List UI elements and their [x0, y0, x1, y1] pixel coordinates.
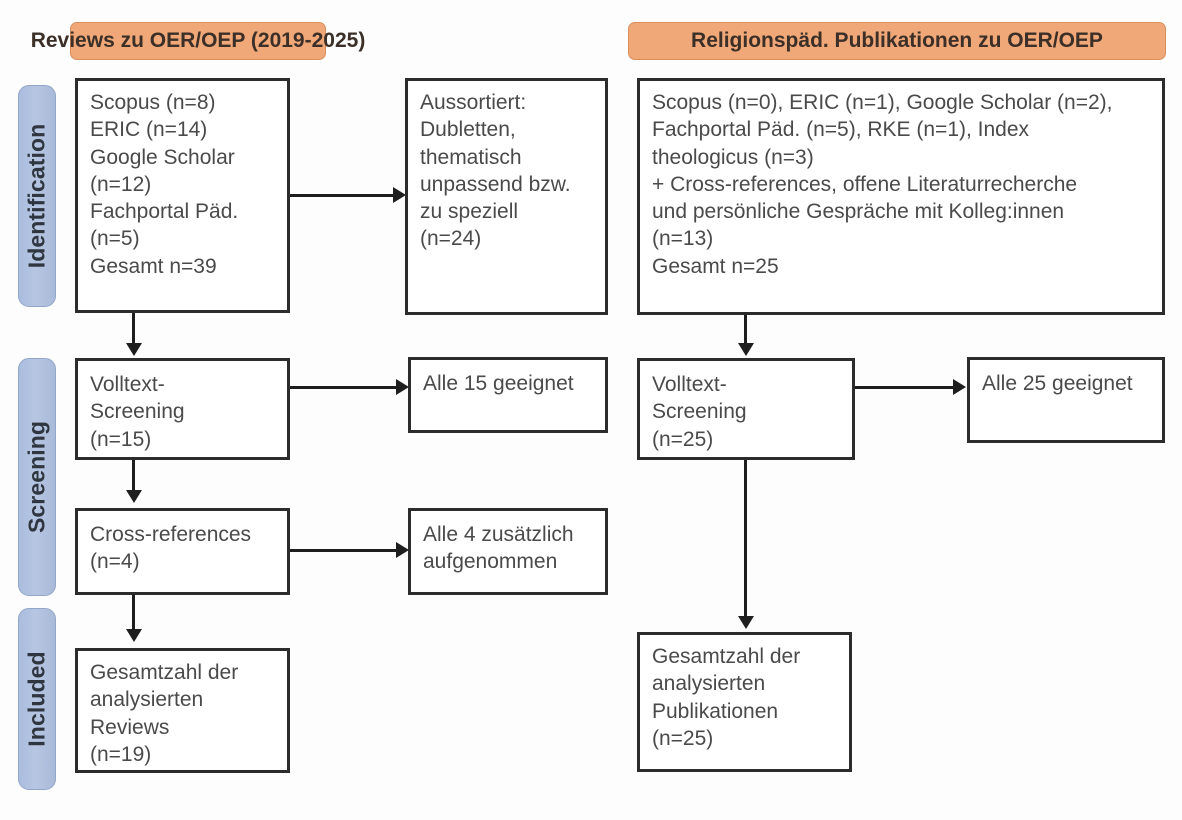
box-left-sources-line-3: (n=12)	[90, 172, 152, 196]
box-right-sources-line-1: Fachportal Päd. (n=5), RKE (n=1), Index	[652, 118, 1030, 142]
arrowhead-left-fulltext-to-crossrefs	[126, 490, 142, 503]
stage-label-screening: Screening	[23, 420, 50, 534]
box-left-excluded-line-5: (n=24)	[420, 227, 482, 251]
arrowhead-left-crossrefs-to-included	[126, 629, 142, 642]
stage-tab-included: Included	[18, 608, 56, 790]
box-right-fulltext-line-1: Screening	[652, 400, 747, 424]
box-left-crossrefs-line-0: Cross-references	[90, 523, 252, 546]
box-left-crossrefs: Cross-references (n=4)	[75, 508, 290, 595]
box-left-included-line-0: Gesamtzahl der	[90, 661, 239, 684]
connector-right-sources-to-fulltext	[744, 315, 747, 345]
connector-right-fulltext-to-included	[744, 460, 747, 618]
box-right-sources-line-3: + Cross-references, offene Literaturrech…	[652, 172, 1078, 196]
arrowhead-left-sources-to-fulltext	[126, 343, 142, 356]
box-right-sources-line-6: Gesamt n=25	[652, 254, 779, 278]
connector-right-fulltext-to-result	[855, 386, 957, 389]
arrowhead-right-sources-to-fulltext	[738, 343, 754, 356]
box-right-included-line-1: analysierten	[652, 672, 766, 696]
box-right-sources-line-2: theologicus (n=3)	[652, 145, 814, 169]
box-left-included: Gesamtzahl der analysierten Reviews (n=1…	[75, 648, 290, 773]
box-right-fulltext-screening: Volltext- Screening (n=25)	[637, 358, 855, 460]
box-right-sources: Scopus (n=0), ERIC (n=1), Google Scholar…	[637, 78, 1165, 315]
connector-left-sources-to-fulltext	[132, 313, 135, 345]
stage-tab-screening: Screening	[18, 358, 56, 596]
box-left-sources-line-5: (n=5)	[90, 227, 140, 251]
box-left-excluded-line-2: thematisch	[420, 145, 522, 169]
box-right-fulltext-result: Alle 25 geeignet	[967, 357, 1165, 443]
box-left-excluded-line-0: Aussortiert:	[420, 91, 527, 114]
box-right-fulltext-line-0: Volltext-	[652, 373, 727, 396]
connector-left-crossrefs-to-result	[290, 549, 400, 552]
box-left-fulltext-screening: Volltext- Screening (n=15)	[75, 358, 290, 460]
box-left-sources-line-0: Scopus (n=8)	[90, 91, 216, 114]
box-left-crossrefs-line-1: (n=4)	[90, 550, 140, 574]
box-left-excluded: Aussortiert: Dubletten, thematisch unpas…	[405, 78, 608, 315]
box-left-included-line-2: Reviews	[90, 715, 170, 739]
column-header-reviews-label: Reviews zu OER/OEP (2019-2025)	[30, 29, 366, 52]
box-left-sources-line-6: Gesamt n=39	[90, 254, 217, 278]
box-right-included-line-0: Gesamtzahl der	[652, 645, 801, 668]
arrowhead-right-fulltext-to-result	[953, 379, 966, 395]
connector-left-crossrefs-to-included	[132, 595, 135, 631]
box-left-sources: Scopus (n=8) ERIC (n=14) Google Scholar …	[75, 78, 290, 313]
connector-left-fulltext-to-result	[290, 386, 400, 389]
arrowhead-left-fulltext-to-result	[396, 379, 409, 395]
box-left-sources-line-2: Google Scholar	[90, 145, 235, 169]
column-header-reviews: Reviews zu OER/OEP (2019-2025)	[31, 22, 365, 60]
box-left-excluded-line-4: zu speziell	[420, 200, 519, 224]
box-left-sources-line-4: Fachportal Päd.	[90, 200, 239, 224]
connector-left-sources-to-excluded	[290, 194, 397, 197]
box-right-included-line-3: (n=25)	[652, 726, 714, 750]
box-left-fulltext-line-1: Screening	[90, 400, 185, 424]
box-left-included-line-1: analysierten	[90, 688, 204, 712]
box-right-fulltext-line-2: (n=25)	[652, 427, 714, 451]
box-left-fulltext-line-2: (n=15)	[90, 427, 152, 451]
column-header-religionspaed: Religionspäd. Publikationen zu OER/OEP	[628, 22, 1166, 60]
box-left-crossrefs-result: Alle 4 zusätzlich aufgenommen	[408, 508, 608, 595]
arrowhead-right-fulltext-to-included	[738, 616, 754, 629]
box-left-included-line-3: (n=19)	[90, 742, 152, 766]
box-left-fulltext-line-0: Volltext-	[90, 373, 165, 396]
stage-tab-identification: Identification	[18, 85, 56, 307]
connector-left-fulltext-to-crossrefs	[132, 460, 135, 492]
box-left-excluded-line-1: Dubletten,	[420, 118, 516, 142]
arrowhead-left-crossrefs-to-result	[396, 542, 409, 558]
box-right-fulltext-result-line-0: Alle 25 geeignet	[982, 372, 1133, 395]
box-right-included-line-2: Publikationen	[652, 699, 779, 723]
box-left-crossrefs-result-line-0: Alle 4 zusätzlich	[423, 523, 574, 546]
box-left-excluded-line-3: unpassend bzw.	[420, 172, 571, 196]
stage-label-identification: Identification	[23, 123, 50, 269]
box-right-sources-line-5: (n=13)	[652, 227, 714, 251]
box-right-sources-line-4: und persönliche Gespräche mit Kolleg:inn…	[652, 200, 1065, 224]
box-right-included: Gesamtzahl der analysierten Publikatione…	[637, 632, 852, 772]
box-left-crossrefs-result-line-1: aufgenommen	[423, 550, 558, 574]
stage-label-included: Included	[23, 651, 50, 747]
arrowhead-left-sources-to-excluded	[393, 187, 406, 203]
box-left-sources-line-1: ERIC (n=14)	[90, 118, 208, 142]
column-header-religionspaed-label: Religionspäd. Publikationen zu OER/OEP	[691, 29, 1103, 52]
box-right-sources-line-0: Scopus (n=0), ERIC (n=1), Google Scholar…	[652, 91, 1113, 114]
box-left-fulltext-result: Alle 15 geeignet	[408, 357, 608, 433]
box-left-fulltext-result-line-0: Alle 15 geeignet	[423, 372, 574, 395]
